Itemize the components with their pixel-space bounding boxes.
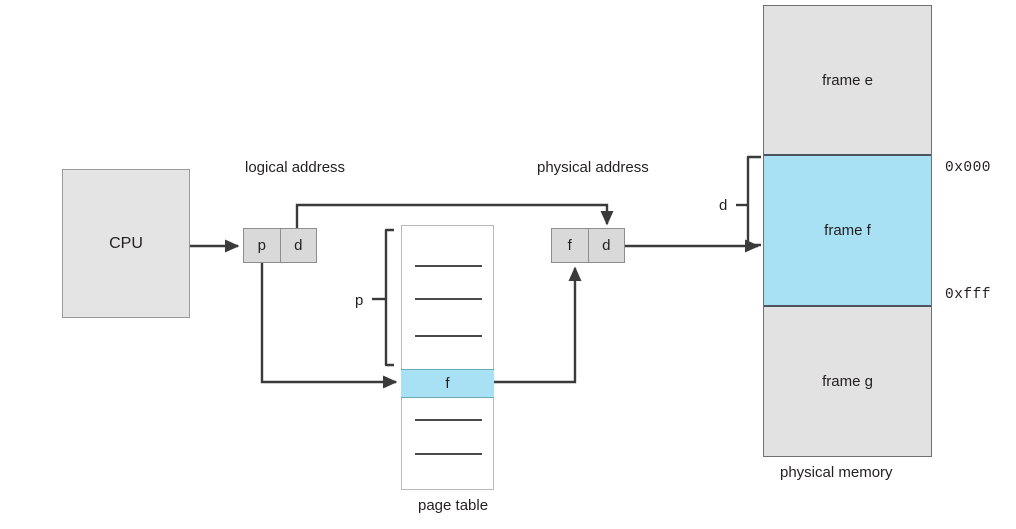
wire-frame-to-physical (494, 266, 582, 384)
cpu-box: CPU (62, 169, 190, 318)
memory-frame-e: frame e (764, 6, 931, 154)
page-table-entry-line (415, 419, 482, 421)
physical-address-frame-cell: f (567, 237, 572, 254)
logical-address-caption: logical address (245, 159, 346, 176)
page-table-entry-line (415, 335, 482, 337)
logical-address-page-cell: p (257, 237, 266, 254)
memory-address-top: 0x000 (945, 160, 992, 176)
page-table-entry-line (415, 298, 482, 300)
physical-memory-box: frame e frame f frame g (763, 5, 932, 457)
bracket-page-number (384, 228, 394, 367)
physical-address-offset-cell: d (587, 229, 625, 262)
page-table-caption: page table (418, 497, 489, 514)
memory-frame-g: frame g (764, 307, 931, 456)
memory-frame-f[interactable]: frame f (764, 154, 931, 307)
page-table-entry-line (415, 265, 482, 267)
logical-address-offset-cell: d (279, 229, 317, 262)
page-table-box: f (401, 225, 494, 490)
page-table-bracket-label: p (355, 292, 364, 309)
wire-page-number-to-page-table (260, 263, 398, 389)
physical-address-caption: physical address (537, 159, 649, 176)
cpu-label: CPU (109, 234, 143, 252)
bracket-offset (746, 155, 761, 247)
physical-memory-caption: physical memory (780, 464, 893, 481)
memory-offset-bracket-label: d (719, 197, 728, 214)
page-table-selected-entry[interactable]: f (401, 369, 494, 398)
physical-address-box: f d (551, 228, 625, 263)
page-table-entry-line (415, 453, 482, 455)
logical-address-box: p d (243, 228, 317, 263)
memory-address-bottom: 0xfff (945, 287, 992, 303)
